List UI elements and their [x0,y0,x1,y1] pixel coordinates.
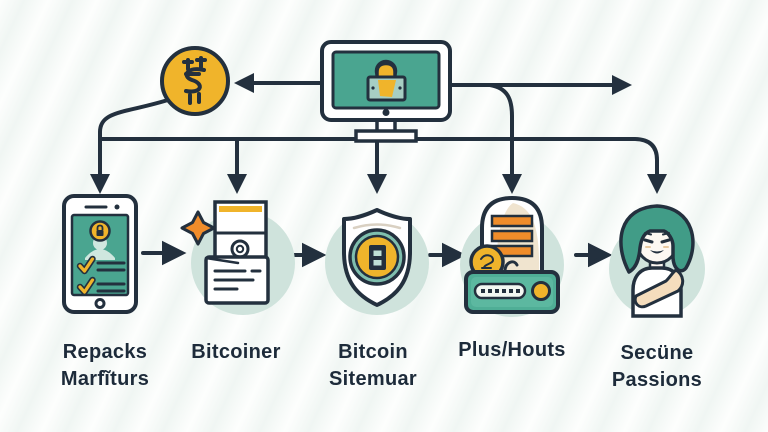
label-step-5-line-2: Passions [611,369,703,391]
label-step-1: Repacks Marfĩturs [17,339,193,393]
user-person-icon [609,204,705,318]
arrowhead-left-icon [234,73,254,93]
label-step-5: Secüne Passions [569,340,745,394]
arrowhead-down-document-icon [227,174,247,194]
flow-connectors [98,81,659,178]
label-step-4: Plus/Houts [424,337,600,364]
step-arrow-1 [141,240,187,266]
label-step-1-line-1: Repacks [62,341,148,363]
password-field [473,282,527,300]
arrowhead-right-icon [612,75,632,95]
label-step-3-line-2: Sitemuar [329,368,417,390]
bitcoin-coin-icon [160,46,230,116]
line-drop-server [488,83,514,178]
arrowhead-down-person-icon [647,174,667,194]
label-step-3: Bitcoin Sitemuar [285,339,461,393]
screen-lock-icon [366,59,407,102]
desktop-monitor-lock-icon [320,40,452,143]
arrowhead-down-shield-icon [367,174,387,194]
line-coin-curve [98,97,173,178]
hardware-wallet-icon [460,195,564,317]
arrowhead-down-phone-icon [90,174,110,194]
checklist-row-2 [76,276,126,296]
label-step-2: Bitcoiner [148,339,324,366]
step-arrows [141,240,613,268]
label-step-2-line-1: Bitcoiner [191,341,281,363]
label-step-3-line-1: Bitcoin [338,341,408,363]
device-button [531,281,551,301]
security-shield-icon [325,208,429,315]
label-step-4-line-1: Plus/Houts [458,339,566,361]
verified-document-icon [180,200,295,315]
flow-arrowheads [90,73,667,194]
label-step-5-line-1: Secüne [620,342,694,364]
arrowhead-down-server-icon [502,174,522,194]
mobile-security-app-icon [62,194,138,314]
label-step-1-line-2: Marfĩturs [60,368,150,390]
line-main-bus [98,137,659,178]
step-arrow-4 [574,242,613,268]
step-arrow-3 [428,242,467,268]
checklist-row-1 [76,255,126,275]
sparkle-icon [180,210,216,246]
